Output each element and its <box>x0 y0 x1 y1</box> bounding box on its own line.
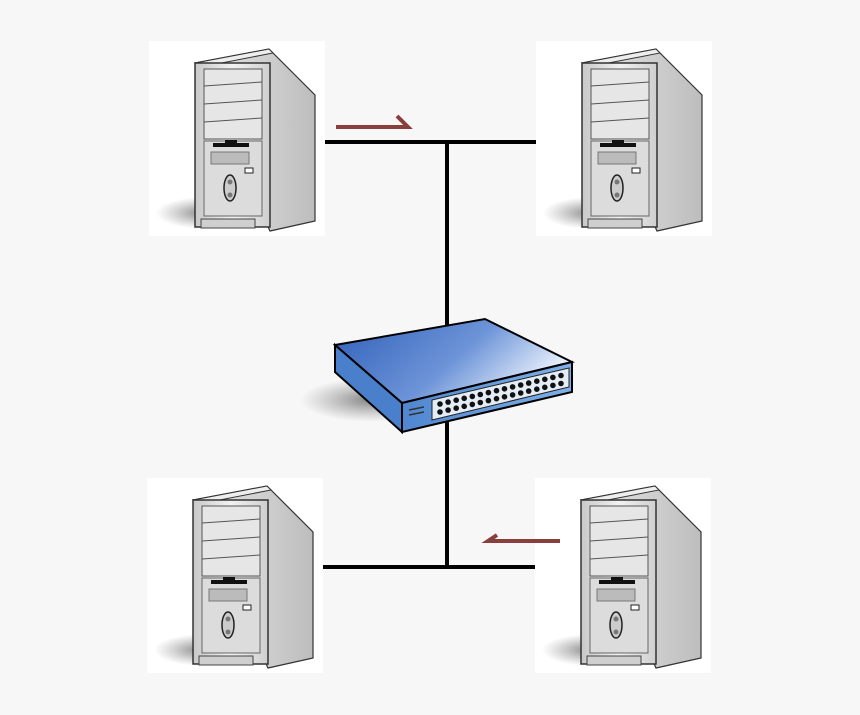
switch-port <box>493 387 500 394</box>
switch-port <box>477 399 484 406</box>
switch-port <box>550 374 556 381</box>
switch-port <box>461 395 468 402</box>
switch-port <box>558 372 564 379</box>
switch-port <box>485 397 492 404</box>
switch-port <box>445 399 451 405</box>
switch-port <box>485 389 492 396</box>
switch-port <box>517 382 524 388</box>
arrow-left-icon <box>481 533 560 543</box>
network-switch[interactable] <box>300 317 575 435</box>
computer-bottom-right[interactable] <box>534 477 712 674</box>
switch-port <box>509 392 516 398</box>
switch-port <box>534 386 540 393</box>
computer-bottom-left[interactable] <box>146 477 324 674</box>
switch-ports <box>437 372 564 415</box>
switch-port <box>461 403 468 410</box>
switch-port <box>445 407 451 413</box>
switch-port <box>558 380 564 387</box>
computer-top-right[interactable] <box>535 40 713 237</box>
switch-port <box>534 378 540 385</box>
switch-port <box>453 405 460 412</box>
switch-port <box>437 401 443 407</box>
switch-port <box>437 409 443 415</box>
switch-port <box>469 393 476 400</box>
switch-port <box>517 390 524 396</box>
switch-port <box>501 386 508 392</box>
switch-port <box>525 388 532 394</box>
switch-port <box>509 384 516 390</box>
switch-port <box>501 394 508 400</box>
switch-port <box>453 397 460 404</box>
switch-port <box>550 382 556 389</box>
arrow-right-icon <box>336 114 413 129</box>
switch-port <box>477 391 484 398</box>
switch-port <box>469 401 476 408</box>
switch-port <box>493 395 500 402</box>
switch-port <box>542 376 548 383</box>
switch-port <box>542 384 548 391</box>
computer-top-left[interactable] <box>148 40 326 237</box>
switch-port <box>525 380 532 386</box>
